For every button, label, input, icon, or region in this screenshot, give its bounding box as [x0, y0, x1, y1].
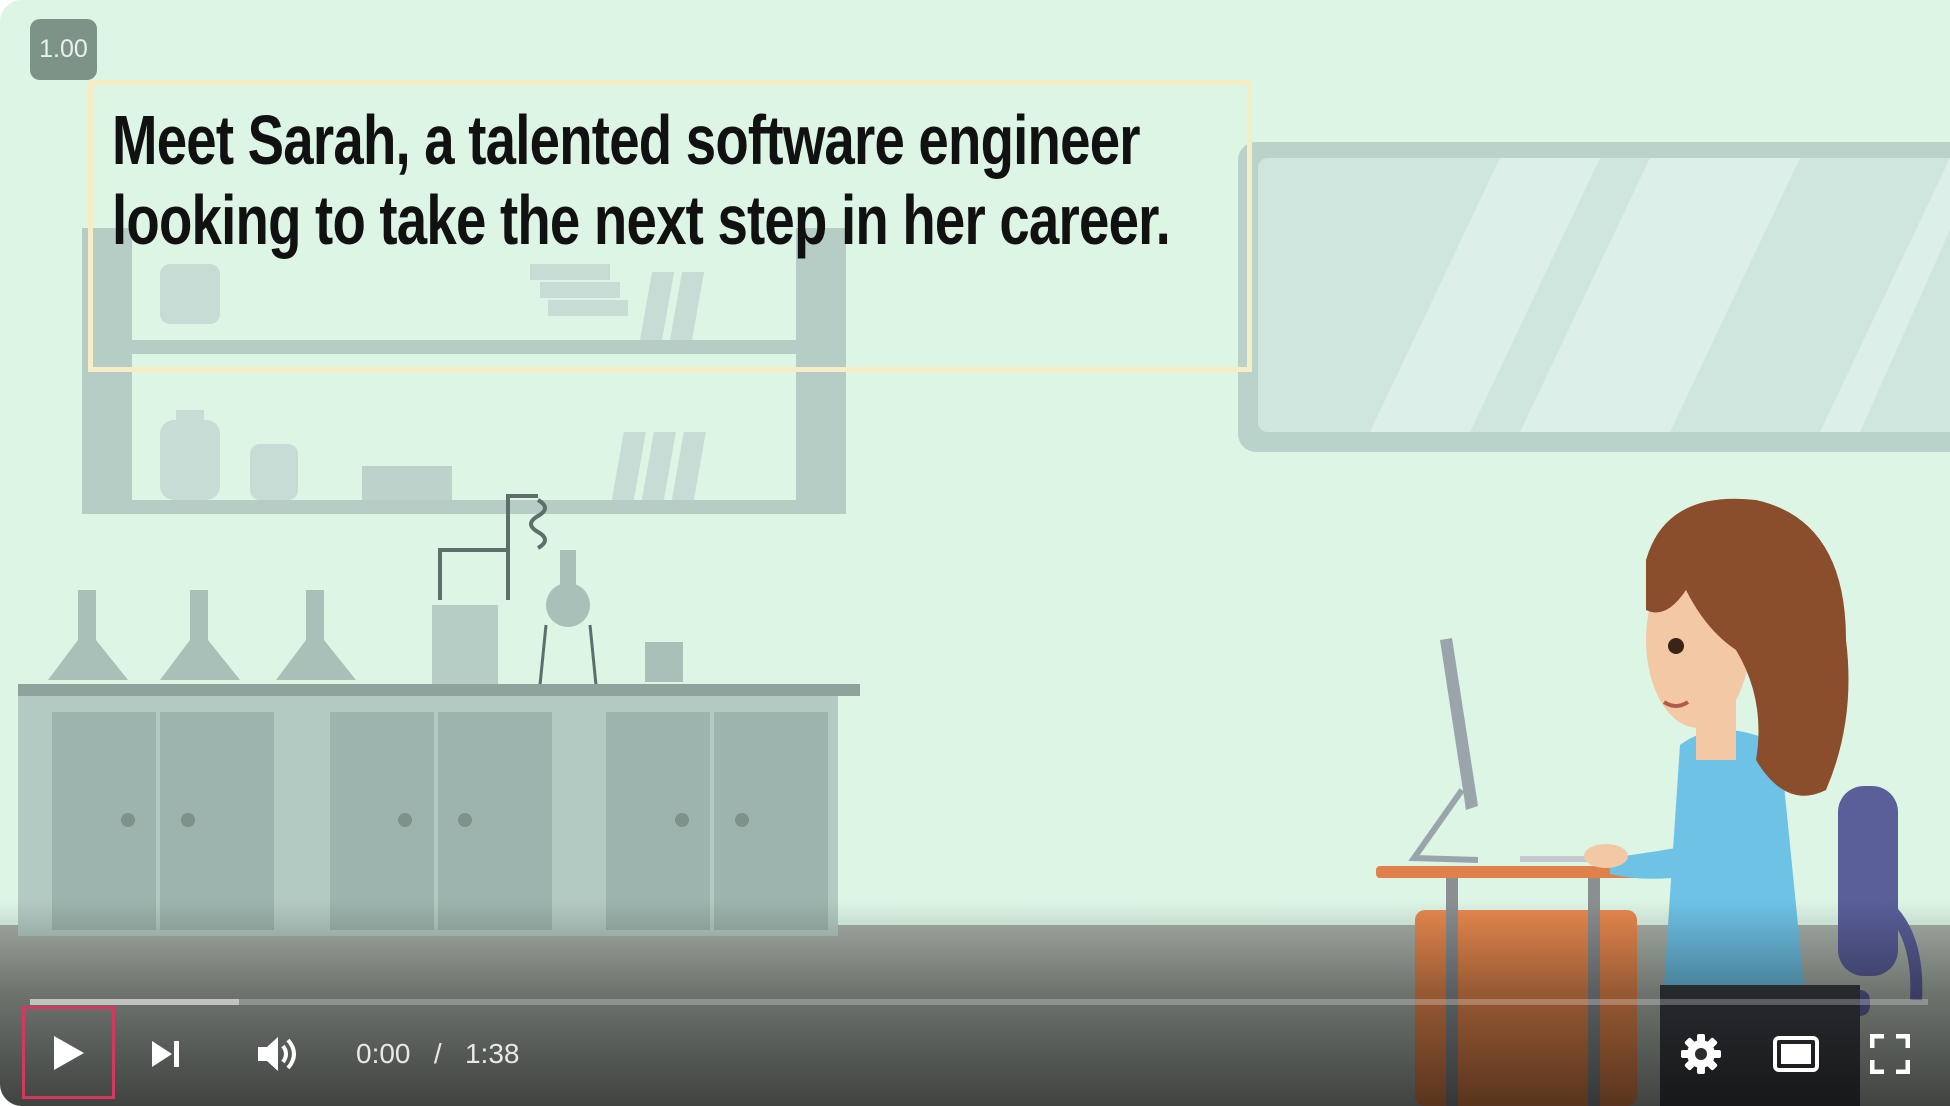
window-illustration [1238, 142, 1950, 452]
time-separator: / [433, 1038, 442, 1069]
play-icon [53, 1035, 84, 1070]
fullscreen-button[interactable] [1862, 1026, 1918, 1082]
theater-mode-icon [1773, 1036, 1819, 1072]
fullscreen-icon [1870, 1034, 1910, 1074]
caption-text: Meet Sarah, a talented software engineer… [112, 101, 1171, 259]
time-display: 0:00 / 1:38 [356, 1038, 519, 1070]
gear-icon [1681, 1034, 1721, 1074]
playback-speed-badge: 1.00 [30, 19, 97, 80]
progress-bar[interactable] [30, 999, 1928, 1005]
control-bar: 0:00 / 1:38 [0, 1006, 1950, 1106]
progress-loaded [30, 999, 239, 1005]
flasks-illustration [48, 494, 683, 686]
controls-gradient [0, 900, 1950, 1106]
theater-mode-button[interactable] [1768, 1026, 1824, 1082]
skip-next-icon [152, 1041, 179, 1067]
volume-button[interactable] [250, 1028, 306, 1080]
duration: 1:38 [464, 1038, 520, 1069]
play-button[interactable] [22, 1006, 115, 1099]
next-button[interactable] [140, 1028, 192, 1080]
caption-frame [88, 80, 1252, 372]
lab-bench-illustration [18, 684, 860, 936]
volume-icon [258, 1037, 296, 1071]
settings-button[interactable] [1673, 1026, 1729, 1082]
current-time: 0:00 [356, 1038, 411, 1069]
